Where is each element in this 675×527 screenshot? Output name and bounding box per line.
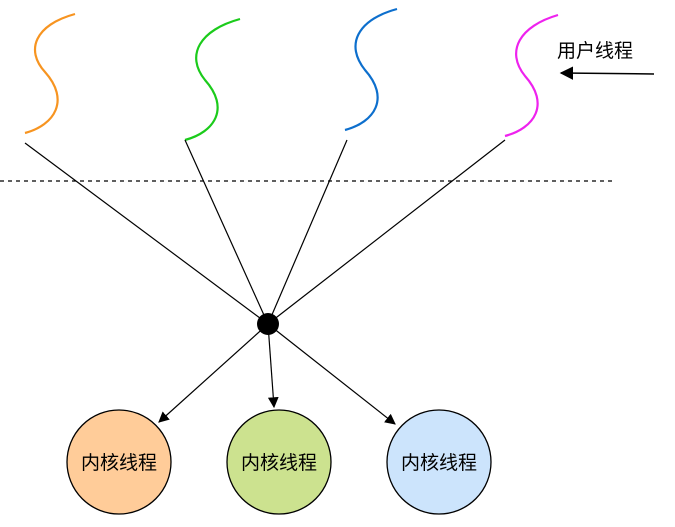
legend-arrow [559, 66, 655, 80]
kernel-thread-2: 内核线程 [226, 409, 332, 515]
kernel-thread-3: 内核线程 [386, 409, 492, 515]
hub-to-kernel-arrow-1 [158, 323, 269, 423]
user-to-hub-line-2 [184, 139, 269, 325]
hub-to-kernel-arrow-3 [267, 323, 396, 425]
user-to-hub-line-1 [24, 142, 269, 325]
kernel-thread-label-1: 内核线程 [81, 452, 157, 474]
user-thread-squiggle-1 [24, 12, 76, 135]
hub-to-kernel-arrow-2 [267, 323, 279, 409]
legend-label: 用户线程 [557, 40, 633, 62]
user-to-hub-line-4 [267, 139, 506, 325]
kernel-thread-label-3: 内核线程 [401, 452, 477, 474]
user-to-hub-line-3 [267, 139, 348, 325]
user-thread-squiggle-4 [504, 13, 559, 138]
mapping-hub-node [257, 313, 279, 335]
kernel-thread-label-2: 内核线程 [241, 452, 317, 474]
user-thread-squiggle-2 [184, 17, 241, 142]
kernel-thread-1: 内核线程 [66, 409, 172, 515]
user-thread-squiggle-3 [344, 7, 398, 132]
